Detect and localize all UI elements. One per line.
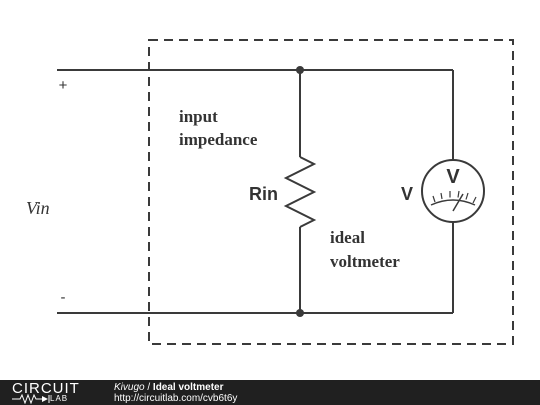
voltmeter-enclosure (148, 39, 514, 345)
input-impedance-label-line1: input (179, 107, 218, 126)
vin-label: Vin (26, 198, 50, 218)
circuit-url[interactable]: http://circuitlab.com/cvb6t6y (114, 393, 238, 404)
author-name[interactable]: Kivugo (114, 382, 145, 393)
circuitlab-logo-bottom: LAB (50, 394, 69, 403)
plus-terminal-label: + (59, 77, 68, 94)
voltmeter-symbol-label: V (446, 166, 460, 188)
circuit-attribution: Kivugo / Ideal voltmeter (114, 382, 237, 393)
waveform-icon (12, 394, 50, 404)
voltmeter-icon (421, 159, 485, 223)
voltmeter-side-label: V (401, 184, 413, 204)
circuitlab-footer: CIRCUIT LAB Kivugo / Ideal voltmeter htt… (0, 380, 540, 405)
ideal-voltmeter-label-line1: ideal (330, 228, 365, 247)
junction-bottom (296, 309, 304, 317)
minus-terminal-label: - (61, 289, 66, 306)
junction-top (296, 66, 304, 74)
circuit-title[interactable]: Ideal voltmeter (152, 382, 224, 393)
resistor-rin (283, 156, 317, 228)
ideal-voltmeter-label-line2: voltmeter (330, 252, 400, 271)
rin-label: Rin (249, 184, 278, 204)
input-impedance-label-line2: impedance (179, 130, 258, 149)
attribution-separator: / (144, 382, 153, 393)
voltmeter-needle (452, 193, 464, 212)
circuit-meta: Kivugo / Ideal voltmeter http://circuitl… (114, 382, 237, 404)
circuit-diagram: V + - Vin input impedance Rin ideal volt… (26, 39, 514, 345)
circuitlab-logo-top: CIRCUIT (12, 380, 80, 397)
